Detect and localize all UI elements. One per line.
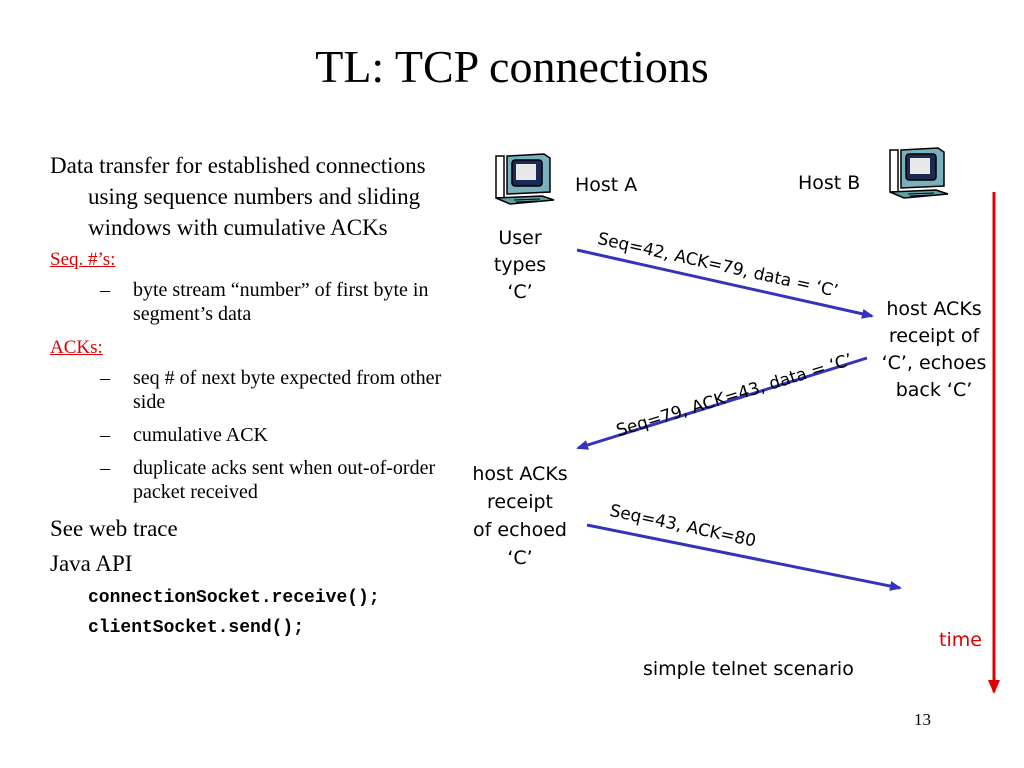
note-line: receipt	[486, 491, 553, 513]
ack-item: – duplicate acks sent when out-of-order …	[50, 456, 460, 504]
note-line: of echoed	[473, 519, 567, 541]
note-line: host ACKs	[472, 463, 568, 485]
code-line: connectionSocket.receive();	[88, 588, 380, 608]
bullet-list: Data transfer for established connection…	[50, 150, 460, 643]
host-a-note: host ACKs receipt of echoed ‘C’	[458, 460, 582, 572]
dash-marker: –	[100, 367, 110, 389]
code-line: clientSocket.send();	[88, 618, 305, 638]
seq-heading: Seq. #’s:	[50, 249, 116, 270]
slide-title: TL: TCP connections	[315, 41, 709, 92]
note-line: types	[493, 254, 547, 276]
seq-item: – byte stream “number” of first byte in …	[50, 278, 460, 326]
ack-item-text: cumulative ACK	[133, 424, 268, 446]
ack-item-text: duplicate acks sent when out-of-order pa…	[133, 457, 436, 503]
diagram-caption: simple telnet scenario	[643, 658, 854, 680]
intro-text: Data transfer for established connection…	[50, 153, 426, 240]
ack-heading: ACKs:	[50, 337, 103, 358]
host-b-label: Host B	[798, 172, 861, 194]
message-arrow	[576, 248, 874, 319]
host-a-label: Host A	[575, 174, 638, 196]
note-line: back ‘C’	[895, 379, 973, 401]
ack-item: – cumulative ACK	[50, 423, 460, 447]
see-trace-text: See web trace	[50, 516, 178, 541]
ack-item: – seq # of next byte expected from other…	[50, 366, 460, 414]
host-b-note: host ACKs receipt of ‘C’, echoes back ‘C…	[868, 296, 1000, 404]
computer-icon	[495, 153, 555, 205]
time-label: time	[939, 629, 982, 651]
dash-marker: –	[100, 457, 110, 479]
note-line: receipt of	[888, 325, 980, 347]
dash-marker: –	[100, 424, 110, 446]
computer-icon	[889, 147, 949, 199]
note-line: User	[498, 227, 542, 249]
message-arrow	[576, 356, 868, 450]
page-number: 13	[914, 710, 931, 729]
note-line: ‘C’	[507, 281, 533, 303]
seq-item-text: byte stream “number” of first byte in se…	[133, 279, 429, 325]
user-types-note: User types ‘C’	[480, 225, 560, 306]
message-arrow	[586, 523, 902, 591]
java-api-text: Java API	[50, 551, 133, 576]
note-line: host ACKs	[886, 298, 982, 320]
note-line: ‘C’	[507, 547, 533, 569]
ack-item-text: seq # of next byte expected from other s…	[133, 367, 442, 413]
dash-marker: –	[100, 279, 110, 301]
note-line: ‘C’, echoes	[881, 352, 987, 374]
